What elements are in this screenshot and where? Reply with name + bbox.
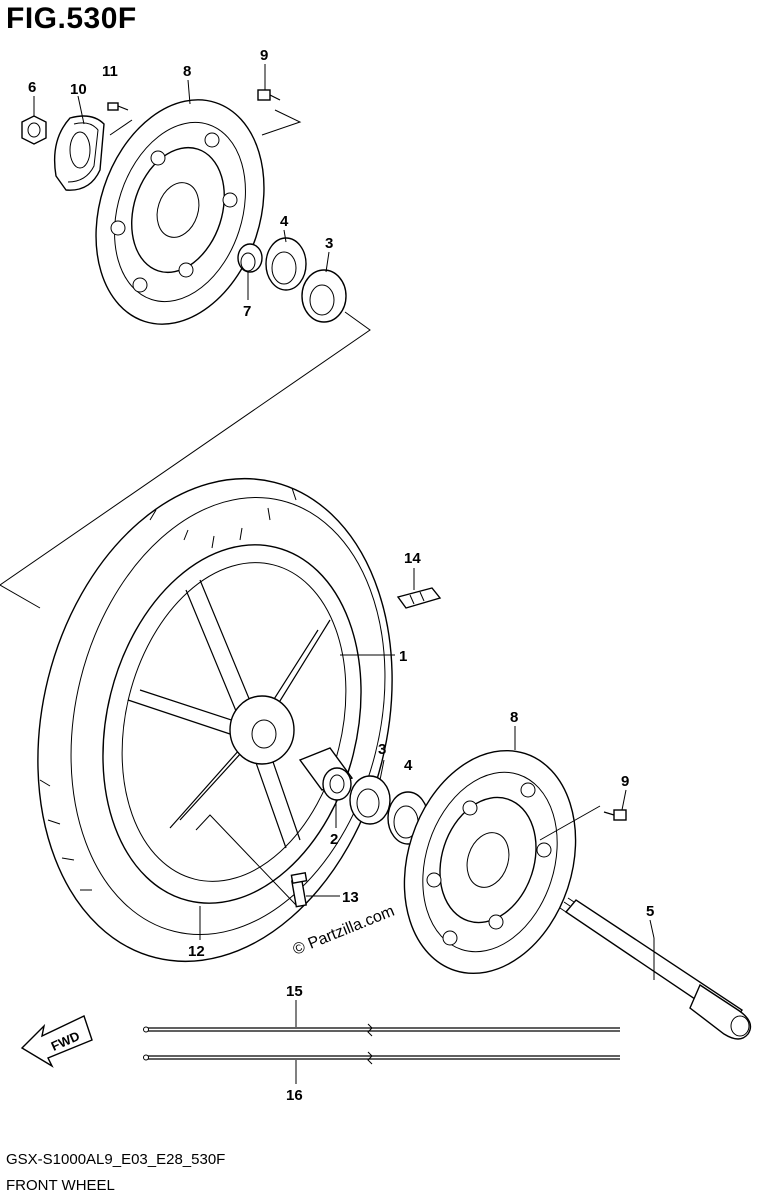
callout-7: 7 [243, 303, 251, 320]
wheel-nut-part[interactable] [21, 115, 47, 145]
callout-14: 14 [404, 550, 421, 567]
callout-labels: 6 10 11 8 9 4 3 7 14 1 3 4 2 8 9 5 13 12… [28, 47, 654, 1104]
callout-8-upper: 8 [183, 63, 191, 80]
callout-3-upper: 3 [325, 235, 333, 252]
oil-seal-part[interactable] [265, 237, 307, 291]
callout-16: 16 [286, 1087, 303, 1104]
callout-5: 5 [646, 903, 654, 920]
disc-bolt-part[interactable] [257, 89, 281, 101]
callout-11: 11 [102, 63, 118, 80]
spoke-wire-parts[interactable] [143, 1023, 621, 1065]
callout-leader-lines [33, 64, 655, 1084]
callout-9-upper: 9 [260, 47, 268, 64]
watermark-text: © Partzilla.com [291, 903, 397, 959]
model-code-label: GSX-S1000AL9_E03_E28_530F [6, 1151, 226, 1168]
figure-subtitle: FRONT WHEEL [6, 1177, 115, 1194]
callout-1: 1 [399, 648, 407, 665]
disc-bolt-part-lower[interactable] [539, 805, 627, 841]
balance-weight-part[interactable] [396, 587, 442, 609]
fwd-direction-arrow: FWD [20, 1015, 93, 1068]
speed-sensor-rotor-part[interactable] [53, 115, 105, 191]
upper-assembly-group [0, 78, 371, 609]
callout-8-lower: 8 [510, 709, 518, 726]
callout-13: 13 [342, 889, 359, 906]
bearing-part-lower[interactable] [349, 775, 391, 825]
callout-12: 12 [188, 943, 205, 960]
callout-2: 2 [330, 831, 338, 848]
callout-15: 15 [286, 983, 303, 1000]
figure-title: FIG.530F [6, 2, 137, 35]
brake-disc-part[interactable] [68, 78, 291, 346]
callout-3-lower: 3 [378, 741, 386, 758]
valve-leader-line [195, 814, 297, 906]
wheel-spacer-part[interactable] [298, 747, 354, 801]
bearing-part[interactable] [301, 269, 347, 323]
spacer-collar-part[interactable] [237, 243, 263, 273]
tire-valve-part[interactable] [290, 872, 308, 908]
rotor-screw-part[interactable] [107, 102, 129, 111]
wheel-hub-part[interactable] [229, 695, 295, 765]
lower-assembly-group [37, 477, 752, 1040]
callout-4-lower: 4 [404, 757, 413, 774]
callout-9-lower: 9 [621, 773, 629, 790]
brake-disc-part-lower[interactable] [377, 728, 603, 996]
callout-4-upper: 4 [280, 213, 289, 230]
upper-group-bracket [0, 109, 371, 609]
front-axle-part[interactable] [559, 897, 752, 1040]
callout-6: 6 [28, 79, 36, 96]
callout-10: 10 [70, 81, 87, 98]
